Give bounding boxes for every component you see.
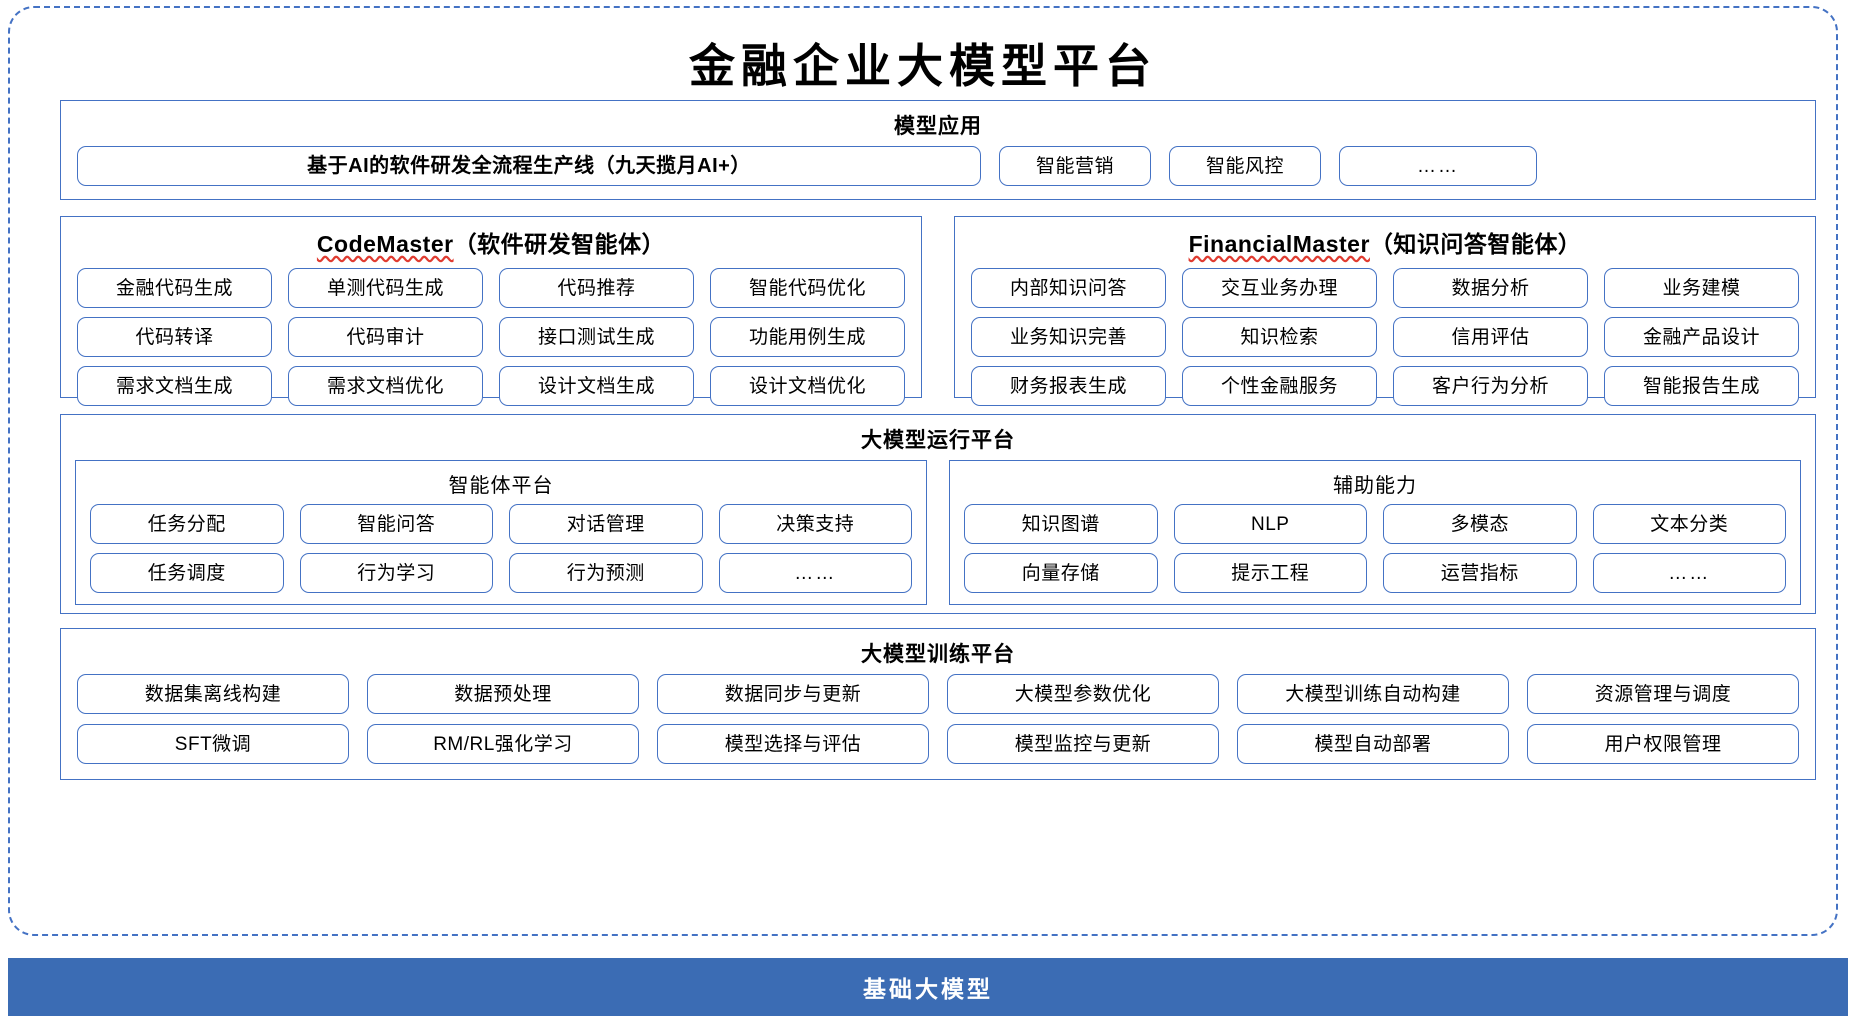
financialmaster-row-2: 业务知识完善 知识检索 信用评估 金融产品设计 — [955, 317, 1815, 357]
runtime-layer-panel: 大模型运行平台 智能体平台 任务分配 智能问答 对话管理 决策支持 任务调度 行… — [60, 414, 1816, 614]
runtime-subpanels: 智能体平台 任务分配 智能问答 对话管理 决策支持 任务调度 行为学习 行为预测… — [61, 460, 1815, 605]
training-layer-title: 大模型训练平台 — [861, 643, 1015, 666]
auxiliary-capability-subpanel: 辅助能力 知识图谱 NLP 多模态 文本分类 向量存储 提示工程 运营指标 …… — [949, 460, 1801, 605]
chip-financialmaster-3-2[interactable]: 个性金融服务 — [1182, 366, 1377, 406]
base-model-bar: 基础大模型 — [8, 958, 1848, 1016]
chip-codemaster-1-2[interactable]: 单测代码生成 — [288, 268, 483, 308]
chip-training-2-4[interactable]: 模型监控与更新 — [947, 724, 1219, 764]
chip-training-1-1[interactable]: 数据集离线构建 — [77, 674, 349, 714]
application-layer-panel: 模型应用 基于AI的软件研发全流程生产线（九天揽月AI+） 智能营销 智能风控 … — [60, 100, 1816, 200]
chip-training-2-2[interactable]: RM/RL强化学习 — [367, 724, 639, 764]
chip-codemaster-2-1[interactable]: 代码转译 — [77, 317, 272, 357]
chip-training-2-5[interactable]: 模型自动部署 — [1237, 724, 1509, 764]
codemaster-row-3: 需求文档生成 需求文档优化 设计文档生成 设计文档优化 — [61, 366, 921, 406]
chip-codemaster-3-3[interactable]: 设计文档生成 — [499, 366, 694, 406]
chip-financialmaster-3-3[interactable]: 客户行为分析 — [1393, 366, 1588, 406]
codemaster-grid: 金融代码生成 单测代码生成 代码推荐 智能代码优化 代码转译 代码审计 接口测试… — [61, 268, 921, 406]
chip-financialmaster-2-2[interactable]: 知识检索 — [1182, 317, 1377, 357]
chip-ai-software-pipeline[interactable]: 基于AI的软件研发全流程生产线（九天揽月AI+） — [77, 146, 981, 186]
chip-codemaster-3-4[interactable]: 设计文档优化 — [710, 366, 905, 406]
financialmaster-panel: FinancialMaster（知识问答智能体） 内部知识问答 交互业务办理 数… — [954, 216, 1816, 406]
chip-codemaster-1-4[interactable]: 智能代码优化 — [710, 268, 905, 308]
agent-platform-subpanel: 智能体平台 任务分配 智能问答 对话管理 决策支持 任务调度 行为学习 行为预测… — [75, 460, 927, 605]
agent-platform-row-2: 任务调度 行为学习 行为预测 …… — [76, 553, 926, 593]
auxiliary-row-1: 知识图谱 NLP 多模态 文本分类 — [950, 504, 1800, 544]
chip-auxiliary-1-2[interactable]: NLP — [1173, 504, 1367, 544]
chip-agent-2-2[interactable]: 行为学习 — [299, 553, 493, 593]
chip-agent-more[interactable]: …… — [718, 553, 912, 593]
chip-codemaster-1-1[interactable]: 金融代码生成 — [77, 268, 272, 308]
chip-agent-2-3[interactable]: 行为预测 — [509, 553, 703, 593]
chip-codemaster-3-1[interactable]: 需求文档生成 — [77, 366, 272, 406]
financialmaster-row-1: 内部知识问答 交互业务办理 数据分析 业务建模 — [955, 268, 1815, 308]
agent-platform-title: 智能体平台 — [448, 475, 554, 497]
chip-auxiliary-2-2[interactable]: 提示工程 — [1173, 553, 1367, 593]
financialmaster-row-3: 财务报表生成 个性金融服务 客户行为分析 智能报告生成 — [955, 366, 1815, 406]
chip-agent-1-3[interactable]: 对话管理 — [509, 504, 703, 544]
agent-platform-row-1: 任务分配 智能问答 对话管理 决策支持 — [76, 504, 926, 544]
chip-financialmaster-2-4[interactable]: 金融产品设计 — [1604, 317, 1799, 357]
page-title: 金融企业大模型平台 — [689, 41, 1157, 92]
codemaster-row-2: 代码转译 代码审计 接口测试生成 功能用例生成 — [61, 317, 921, 357]
codemaster-title: CodeMaster（软件研发智能体） — [61, 225, 921, 259]
chip-agent-1-1[interactable]: 任务分配 — [90, 504, 284, 544]
chip-training-1-2[interactable]: 数据预处理 — [367, 674, 639, 714]
chip-financialmaster-1-3[interactable]: 数据分析 — [1393, 268, 1588, 308]
codemaster-name: CodeMaster — [316, 231, 454, 257]
chip-training-2-6[interactable]: 用户权限管理 — [1527, 724, 1799, 764]
chip-smart-marketing[interactable]: 智能营销 — [999, 146, 1151, 186]
chip-financialmaster-2-1[interactable]: 业务知识完善 — [971, 317, 1166, 357]
chip-agent-1-4[interactable]: 决策支持 — [718, 504, 912, 544]
chip-codemaster-3-2[interactable]: 需求文档优化 — [288, 366, 483, 406]
chip-training-2-1[interactable]: SFT微调 — [77, 724, 349, 764]
chip-codemaster-2-3[interactable]: 接口测试生成 — [499, 317, 694, 357]
codemaster-panel: CodeMaster（软件研发智能体） 金融代码生成 单测代码生成 代码推荐 智… — [60, 216, 922, 406]
financialmaster-grid: 内部知识问答 交互业务办理 数据分析 业务建模 业务知识完善 知识检索 信用评估… — [955, 268, 1815, 406]
chip-codemaster-1-3[interactable]: 代码推荐 — [499, 268, 694, 308]
chip-auxiliary-2-3[interactable]: 运营指标 — [1383, 553, 1577, 593]
training-layer-panel: 大模型训练平台 数据集离线构建 数据预处理 数据同步与更新 大模型参数优化 大模… — [60, 628, 1816, 780]
chip-financialmaster-2-3[interactable]: 信用评估 — [1393, 317, 1588, 357]
financialmaster-name: FinancialMaster — [1188, 231, 1370, 257]
chip-application-more[interactable]: …… — [1339, 146, 1537, 186]
chip-training-1-6[interactable]: 资源管理与调度 — [1527, 674, 1799, 714]
chip-financialmaster-3-4[interactable]: 智能报告生成 — [1604, 366, 1799, 406]
chip-auxiliary-more[interactable]: …… — [1592, 553, 1786, 593]
application-layer-title: 模型应用 — [894, 115, 982, 138]
auxiliary-row-2: 向量存储 提示工程 运营指标 …… — [950, 553, 1800, 593]
financialmaster-title: FinancialMaster（知识问答智能体） — [955, 225, 1815, 259]
codemaster-suffix: （软件研发智能体） — [453, 231, 666, 257]
chip-training-1-3[interactable]: 数据同步与更新 — [657, 674, 929, 714]
chip-agent-1-2[interactable]: 智能问答 — [299, 504, 493, 544]
chip-financialmaster-1-2[interactable]: 交互业务办理 — [1182, 268, 1377, 308]
training-row-1: 数据集离线构建 数据预处理 数据同步与更新 大模型参数优化 大模型训练自动构建 … — [61, 674, 1815, 714]
chip-auxiliary-1-4[interactable]: 文本分类 — [1592, 504, 1786, 544]
base-model-label: 基础大模型 — [863, 976, 993, 1002]
chip-financialmaster-3-1[interactable]: 财务报表生成 — [971, 366, 1166, 406]
chip-auxiliary-1-1[interactable]: 知识图谱 — [964, 504, 1158, 544]
chip-codemaster-2-2[interactable]: 代码审计 — [288, 317, 483, 357]
chip-financialmaster-1-1[interactable]: 内部知识问答 — [971, 268, 1166, 308]
auxiliary-capability-title: 辅助能力 — [1333, 475, 1417, 497]
chip-codemaster-2-4[interactable]: 功能用例生成 — [710, 317, 905, 357]
chip-smart-risk-control[interactable]: 智能风控 — [1169, 146, 1321, 186]
chip-training-2-3[interactable]: 模型选择与评估 — [657, 724, 929, 764]
chip-auxiliary-1-3[interactable]: 多模态 — [1383, 504, 1577, 544]
application-layer-items: 基于AI的软件研发全流程生产线（九天揽月AI+） 智能营销 智能风控 …… — [61, 146, 1815, 186]
chip-financialmaster-1-4[interactable]: 业务建模 — [1604, 268, 1799, 308]
chip-agent-2-1[interactable]: 任务调度 — [90, 553, 284, 593]
chip-training-1-4[interactable]: 大模型参数优化 — [947, 674, 1219, 714]
training-row-2: SFT微调 RM/RL强化学习 模型选择与评估 模型监控与更新 模型自动部署 用… — [61, 724, 1815, 764]
runtime-layer-title: 大模型运行平台 — [861, 429, 1015, 452]
chip-training-1-5[interactable]: 大模型训练自动构建 — [1237, 674, 1509, 714]
codemaster-row-1: 金融代码生成 单测代码生成 代码推荐 智能代码优化 — [61, 268, 921, 308]
chip-auxiliary-2-1[interactable]: 向量存储 — [964, 553, 1158, 593]
financialmaster-suffix: （知识问答智能体） — [1369, 231, 1582, 257]
diagram-outer-frame: 金融企业大模型平台 模型应用 基于AI的软件研发全流程生产线（九天揽月AI+） … — [8, 6, 1838, 936]
